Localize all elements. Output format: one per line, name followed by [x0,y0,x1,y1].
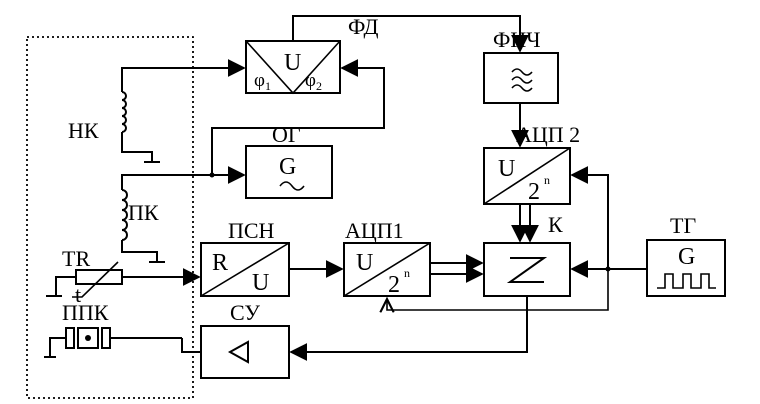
fd-label: ФД [348,14,378,39]
phase-detector-block [245,40,341,95]
psn-u-text: U [252,270,269,296]
sine-icon [279,181,305,191]
tg-to-adc2-wire [570,166,609,269]
pulse-wave-icon [657,273,716,289]
adc1-2-text: 2 [388,272,400,298]
k-label: К [548,212,563,237]
pk-label: ПК [128,200,159,225]
adc2-label: АЦП 2 [516,122,580,147]
og-label: ОГ [272,122,301,147]
adc2-n-text: n [544,173,550,187]
adc1-u-text: U [356,250,373,276]
fd-phi2-sub: 2 [316,79,322,93]
adc2-block [483,147,571,205]
tr-t-label: t [75,282,81,307]
fd-phi1-sub: 1 [265,79,271,93]
psn-label: ПСН [228,218,275,243]
adc1-block [343,242,431,297]
sensor-enclosure [26,36,194,399]
nk-label: НК [68,118,99,143]
adc1-n-text: n [404,266,410,280]
og-to-fd-wire [211,59,385,175]
fnch-label: ФНЧ [493,27,541,52]
nk-coil [121,67,212,163]
filter-wave-icon [511,68,533,92]
pk-coil [121,174,212,263]
adc1-label: АЦП1 [345,218,404,243]
fd-u-text: U [284,50,301,76]
ppk-transducer [44,327,182,358]
fd-phi1: φ [254,70,265,91]
fd-phi2: φ [305,70,316,91]
ppk-label: ППК [62,300,109,325]
og-g-text: G [279,154,296,180]
tg-to-adc1-wire [387,269,609,310]
psn-r-text: R [212,250,228,276]
control-block [200,325,290,379]
thermoresistor [46,261,180,298]
su-label: СУ [230,300,260,325]
oscillator-block [245,145,333,199]
z-symbol [506,257,548,283]
triangle-symbol [227,340,249,364]
tr-label: TR [62,246,90,271]
fd-to-lpf-wire [292,15,529,53]
adc2-2-text: 2 [528,179,540,205]
tg-g-text: G [678,244,695,270]
su-to-ppk-wire [181,338,201,353]
tg-label: ТГ [670,213,696,238]
adc2-u-text: U [498,156,515,182]
timing-generator-block [646,239,726,297]
z-to-su-wire [289,296,528,361]
